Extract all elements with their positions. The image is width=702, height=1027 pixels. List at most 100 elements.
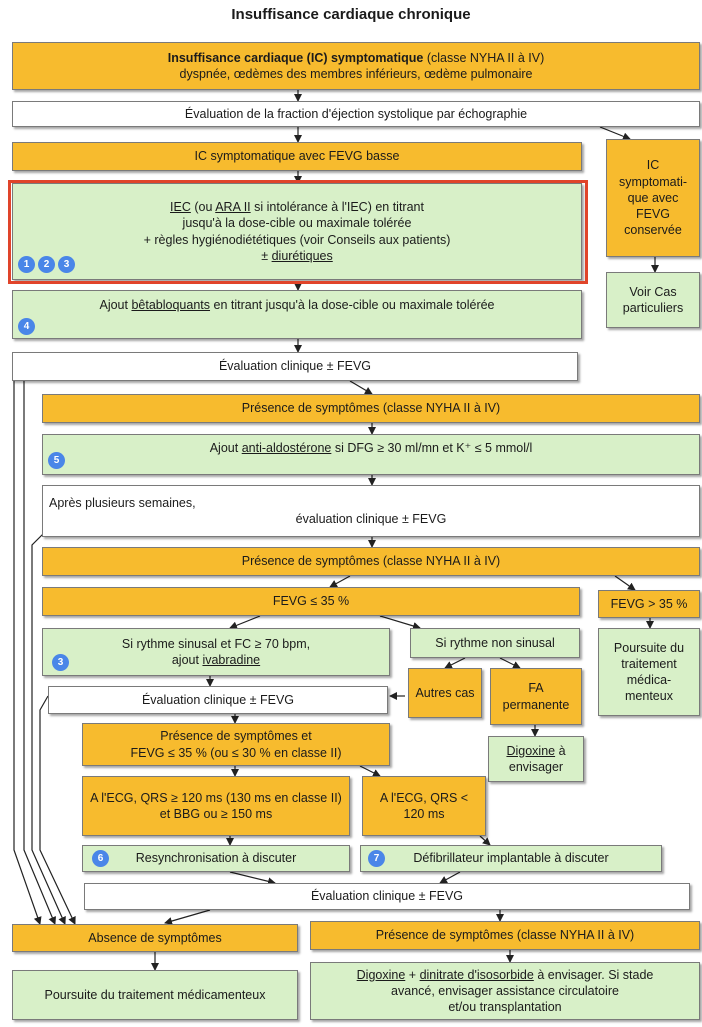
ic-fevg-basse-box: IC symptomatique avec FEVG basse	[12, 142, 582, 171]
apres-line2: évaluation clinique ± FEVG	[295, 512, 447, 526]
rythme-sinusal-box: Si rythme sinusal et FC ≥ 70 bpm, ajout …	[42, 628, 390, 676]
badge-5: 5	[48, 452, 65, 469]
poursuite-traitement-1-box: Poursuite du traitement médica-menteux	[598, 628, 700, 716]
arrow-nonsinusal-to-autres	[444, 657, 466, 669]
badge-3: 3	[58, 256, 75, 273]
badge-3b: 3	[52, 654, 69, 671]
ic-symptomatique-label: Insuffisance cardiaque (IC) symptomatiqu…	[167, 50, 424, 65]
defib-label: Défibrillateur implantable à discuter	[413, 851, 609, 866]
iec-pm: ±	[261, 248, 269, 263]
resynchro-box: Resynchronisation à discuter	[82, 845, 350, 872]
ivabradine-link[interactable]: ivabradine	[202, 653, 261, 667]
voir-cas-box: Voir Cas particuliers	[606, 272, 700, 328]
arrow-eval3-to-absence	[164, 909, 211, 925]
arrow-eval1b-to-absence	[23, 381, 56, 925]
arrow-eval-to-conservee	[599, 126, 631, 141]
arrow-le35-to-nonsinusal	[379, 615, 421, 630]
eval-clin-2-label: Évaluation clinique ± FEVG	[141, 692, 295, 707]
highlight-frame	[8, 180, 588, 284]
fa-permanente-label: FA permanente	[502, 681, 570, 712]
rythme-non-sinusal-box: Si rythme non sinusal	[410, 628, 580, 658]
digoxine-1-link[interactable]: Digoxine	[506, 743, 556, 758]
arrow-eval1-to-presence1	[349, 380, 373, 395]
anti-aldo-box: Ajout anti-aldostérone si DFG ≥ 30 ml/mn…	[42, 434, 700, 475]
ic-fevg-basse-label: IC symptomatique avec FEVG basse	[194, 149, 400, 164]
poursuite-traitement-1-label: Poursuite du traitement médica-menteux	[613, 640, 685, 704]
fevg-le35-label: FEVG ≤ 35 %	[272, 594, 350, 609]
poursuite-traitement-2-label: Poursuite du traitement médicamenteux	[44, 987, 266, 1002]
badge-1: 1	[18, 256, 35, 273]
iec-open: (ou	[194, 200, 213, 214]
apres-line1: Après plusieurs semaines,	[49, 495, 196, 510]
absence-sympt-box: Absence de symptômes	[12, 924, 298, 952]
digoxine-2-line3: et/ou transplantation	[448, 1000, 562, 1015]
autres-cas-label: Autres cas	[415, 685, 475, 700]
eval-clin-1-box: Évaluation clinique ± FEVG	[12, 352, 578, 381]
presence-sympt-1-label: Présence de symptômes (classe NYHA II à …	[241, 401, 501, 416]
ara-link[interactable]: ARA II	[215, 200, 251, 214]
rythme-non-sinusal-label: Si rythme non sinusal	[435, 635, 555, 650]
arrow-le35-to-sinusal	[229, 615, 261, 630]
eval-clin-3-box: Évaluation clinique ± FEVG	[84, 883, 690, 910]
defib-box: Défibrillateur implantable à discuter	[360, 845, 662, 872]
ic-symptomatique-box: Insuffisance cardiaque (IC) symptomatiqu…	[12, 42, 700, 90]
presence-sympt-1-box: Présence de symptômes (classe NYHA II à …	[42, 394, 700, 423]
digoxine-2-line2: avancé, envisager assistance circulatoir…	[391, 983, 619, 998]
arrow-eval2-to-absence	[39, 695, 76, 925]
iec-line3: + règles hygiénodiététiques (voir Consei…	[143, 232, 451, 247]
arrow-nonsinusal-to-fa	[499, 657, 521, 669]
ajout-bb-pre: Ajout	[99, 298, 128, 312]
qrs-short-box: A l'ECG, QRS < 120 ms	[362, 776, 486, 836]
digoxine-2-plus: +	[408, 967, 417, 982]
eval-clin-1-label: Évaluation clinique ± FEVG	[218, 359, 372, 374]
digoxine-2-box: Digoxine + dinitrate d'isosorbide à envi…	[310, 962, 700, 1020]
iec-rest: si intolérance à l'IEC) en titrant	[254, 200, 424, 214]
eval-fevg-echo-label: Évaluation de la fraction d'éjection sys…	[184, 106, 528, 121]
digoxine-1-post: à envisager	[508, 743, 566, 774]
presence-fevg-line2: FEVG ≤ 35 % (ou ≤ 30 % en classe II)	[130, 745, 342, 760]
ic-fevg-conservee-box: IC symptomati-que avec FEVG conservée	[606, 139, 700, 257]
diuretiques-link[interactable]: diurétiques	[271, 248, 333, 263]
presence-sympt-3-label: Présence de symptômes (classe NYHA II à …	[375, 928, 635, 943]
badge-6: 6	[92, 850, 109, 867]
absence-sympt-label: Absence de symptômes	[88, 930, 222, 945]
qrs-long-label: A l'ECG, QRS ≥ 120 ms (130 ms en classe …	[90, 790, 342, 821]
autres-cas-box: Autres cas	[408, 668, 482, 718]
ajout-bb-post: en titrant jusqu'à la dose-cible ou maxi…	[213, 298, 495, 312]
arrow-presence2-to-gt35	[614, 575, 636, 591]
fevg-le35-box: FEVG ≤ 35 %	[42, 587, 580, 616]
arrow-qrsshort-to-defib	[479, 835, 491, 846]
apres-box: Après plusieurs semaines, évaluation cli…	[42, 485, 700, 537]
anti-aldo-link[interactable]: anti-aldostérone	[241, 441, 332, 455]
digoxine-2-link[interactable]: Digoxine	[356, 967, 406, 982]
betabloquants-link[interactable]: bêtabloquants	[131, 298, 211, 312]
arrow-apres-to-absence	[31, 532, 66, 925]
presence-fevg-line1: Présence de symptômes et	[160, 729, 312, 744]
arrow-eval1-to-absence	[13, 369, 42, 925]
presence-sympt-2-box: Présence de symptômes (classe NYHA II à …	[42, 547, 700, 576]
presence-sympt-2-label: Présence de symptômes (classe NYHA II à …	[241, 554, 501, 569]
rythme-sinusal-line1: Si rythme sinusal et FC ≥ 70 bpm,	[121, 636, 311, 651]
ic-symptomatique-signs: dyspnée, œdèmes des membres inférieurs, …	[179, 67, 533, 81]
rythme-sinusal-pre: ajout	[171, 653, 199, 667]
ic-fevg-conservee-label: IC symptomati-que avec FEVG conservée	[618, 158, 688, 238]
voir-cas-label[interactable]: Voir Cas particuliers	[622, 284, 684, 315]
fevg-gt35-label: FEVG > 35 %	[610, 596, 688, 611]
iec-link[interactable]: IEC	[170, 200, 191, 214]
fa-permanente-box: FA permanente	[490, 668, 582, 725]
presence-fevg-box: Présence de symptômes et FEVG ≤ 35 % (ou…	[82, 723, 390, 766]
digoxine-1-box: Digoxine à envisager	[488, 736, 584, 782]
arrow-presence2-to-le35	[329, 575, 351, 588]
iec-box: IEC (ou ARA II si intolérance à l'IEC) e…	[12, 183, 582, 280]
ajout-aa-pre: Ajout	[209, 441, 239, 455]
ic-symptomatique-class: (classe NYHA II à IV)	[426, 50, 545, 65]
iec-line2: jusqu'à la dose-cible ou maximale toléré…	[182, 216, 412, 231]
badge-4: 4	[18, 318, 35, 335]
dinitrate-link[interactable]: dinitrate d'isosorbide	[419, 967, 534, 982]
eval-fevg-echo-box: Évaluation de la fraction d'éjection sys…	[12, 101, 700, 127]
eval-clin-2-box: Évaluation clinique ± FEVG	[48, 686, 388, 714]
arrow-presencefevg-to-qrsshort	[359, 765, 381, 777]
presence-sympt-3-box: Présence de symptômes (classe NYHA II à …	[310, 921, 700, 950]
qrs-short-label: A l'ECG, QRS < 120 ms	[379, 790, 469, 821]
